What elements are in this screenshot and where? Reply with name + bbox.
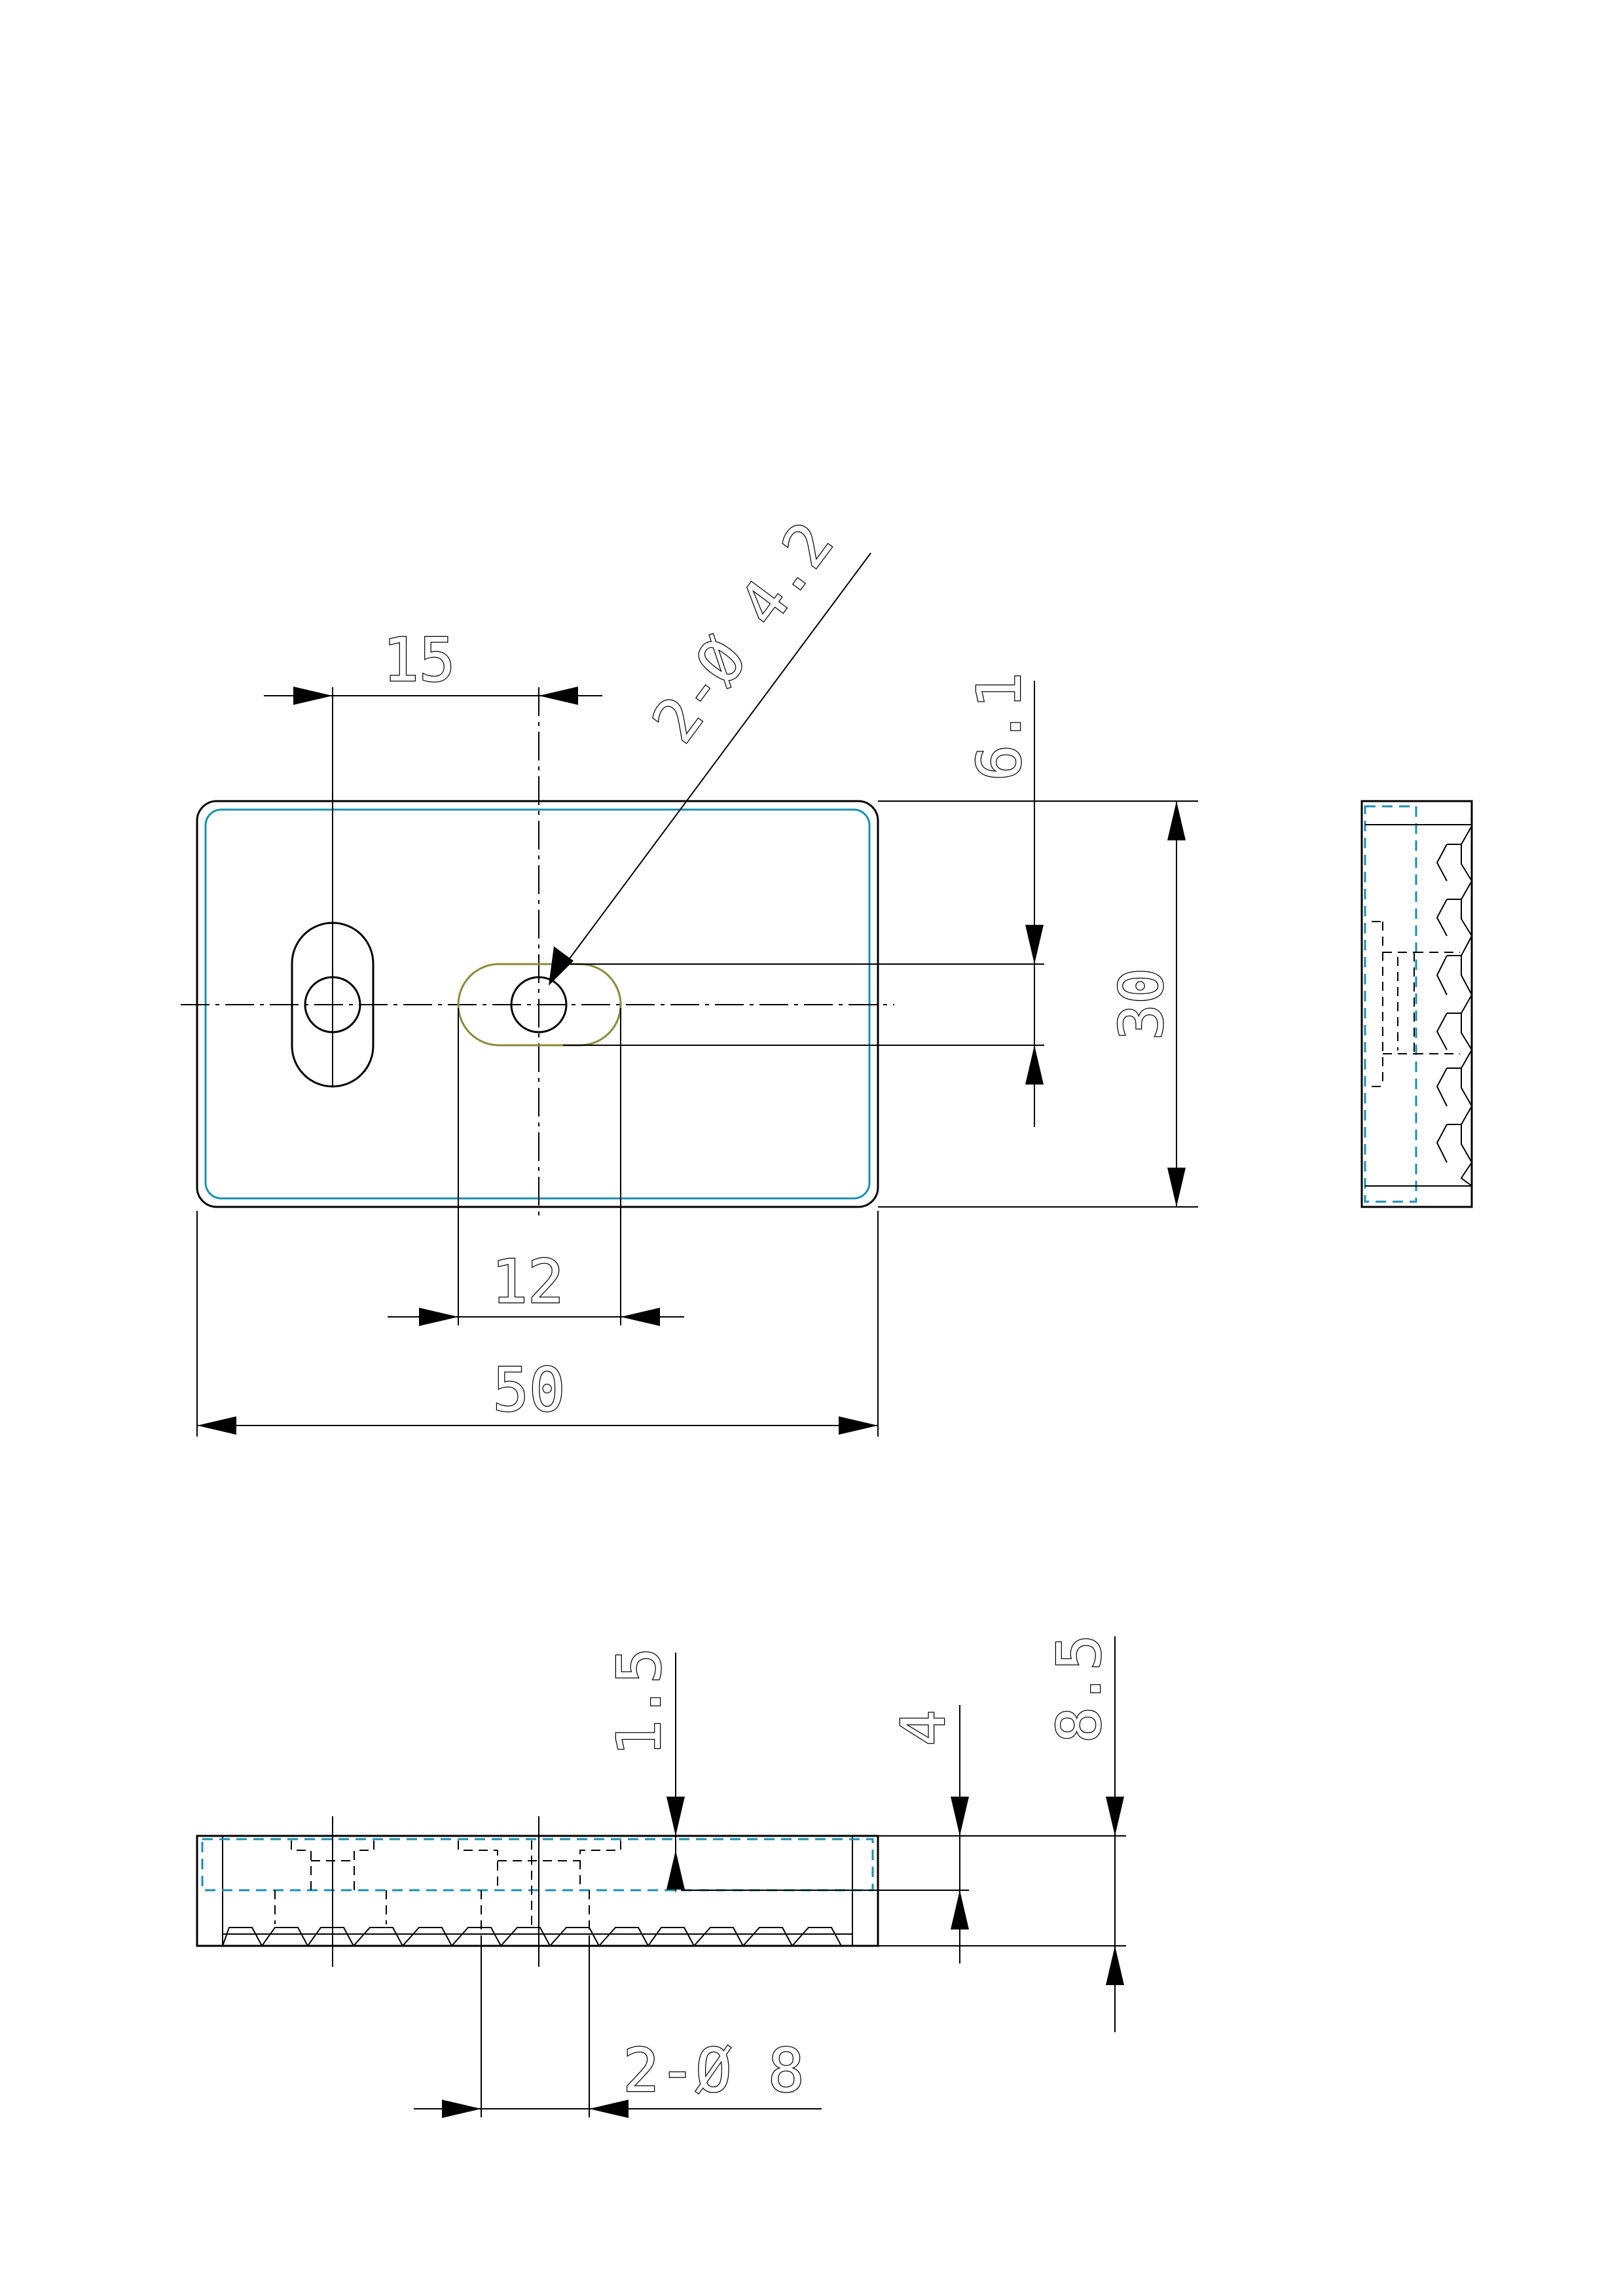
dim-text-8-5: 8.5 xyxy=(1044,1634,1114,1743)
dim-text-hole-callout: 2-Ø 4.2 xyxy=(639,510,847,755)
dim-text-12: 12 xyxy=(492,1247,564,1317)
top-view xyxy=(181,687,894,1217)
dim-pocket-depth: 4 xyxy=(878,1705,969,1964)
dim-slot-width: 6.1 xyxy=(563,672,1044,1127)
side-hidden-pocket xyxy=(1364,805,1417,1203)
dim-overall-thickness: 8.5 xyxy=(878,1634,1126,2032)
left-hole xyxy=(304,976,361,1033)
dim-text-4: 4 xyxy=(888,1710,958,1746)
dim-text-1-5: 1.5 xyxy=(604,1647,674,1756)
dim-text-counterbore: 2-Ø 8 xyxy=(623,2036,805,2106)
front-teeth xyxy=(222,1927,852,1947)
right-hole xyxy=(510,976,568,1033)
side-teeth xyxy=(1460,825,1473,1187)
left-slot xyxy=(291,922,374,1088)
dim-overall-width: 30 xyxy=(878,800,1198,1208)
right-slot xyxy=(457,963,622,1047)
dim-counterbore-depth: 1.5 xyxy=(604,1647,878,1892)
dim-text-30: 30 xyxy=(1106,968,1176,1041)
front-hidden-pocket xyxy=(201,1838,874,1892)
front-view xyxy=(196,1816,879,1967)
dim-text-50: 50 xyxy=(493,1355,566,1425)
dim-text-6-1: 6.1 xyxy=(964,672,1034,781)
dim-slot-offset: 15 xyxy=(264,624,602,705)
leader-hole-callout: 2-Ø 4.2 xyxy=(549,509,871,986)
dim-slot-length: 12 xyxy=(388,1008,684,1326)
side-outline xyxy=(1360,800,1473,1208)
side-view xyxy=(1360,800,1473,1208)
dim-counterbore: 2-Ø 8 xyxy=(414,1937,822,2118)
dim-text-15: 15 xyxy=(383,625,456,695)
dim-overall-length: 50 xyxy=(196,1211,879,1437)
